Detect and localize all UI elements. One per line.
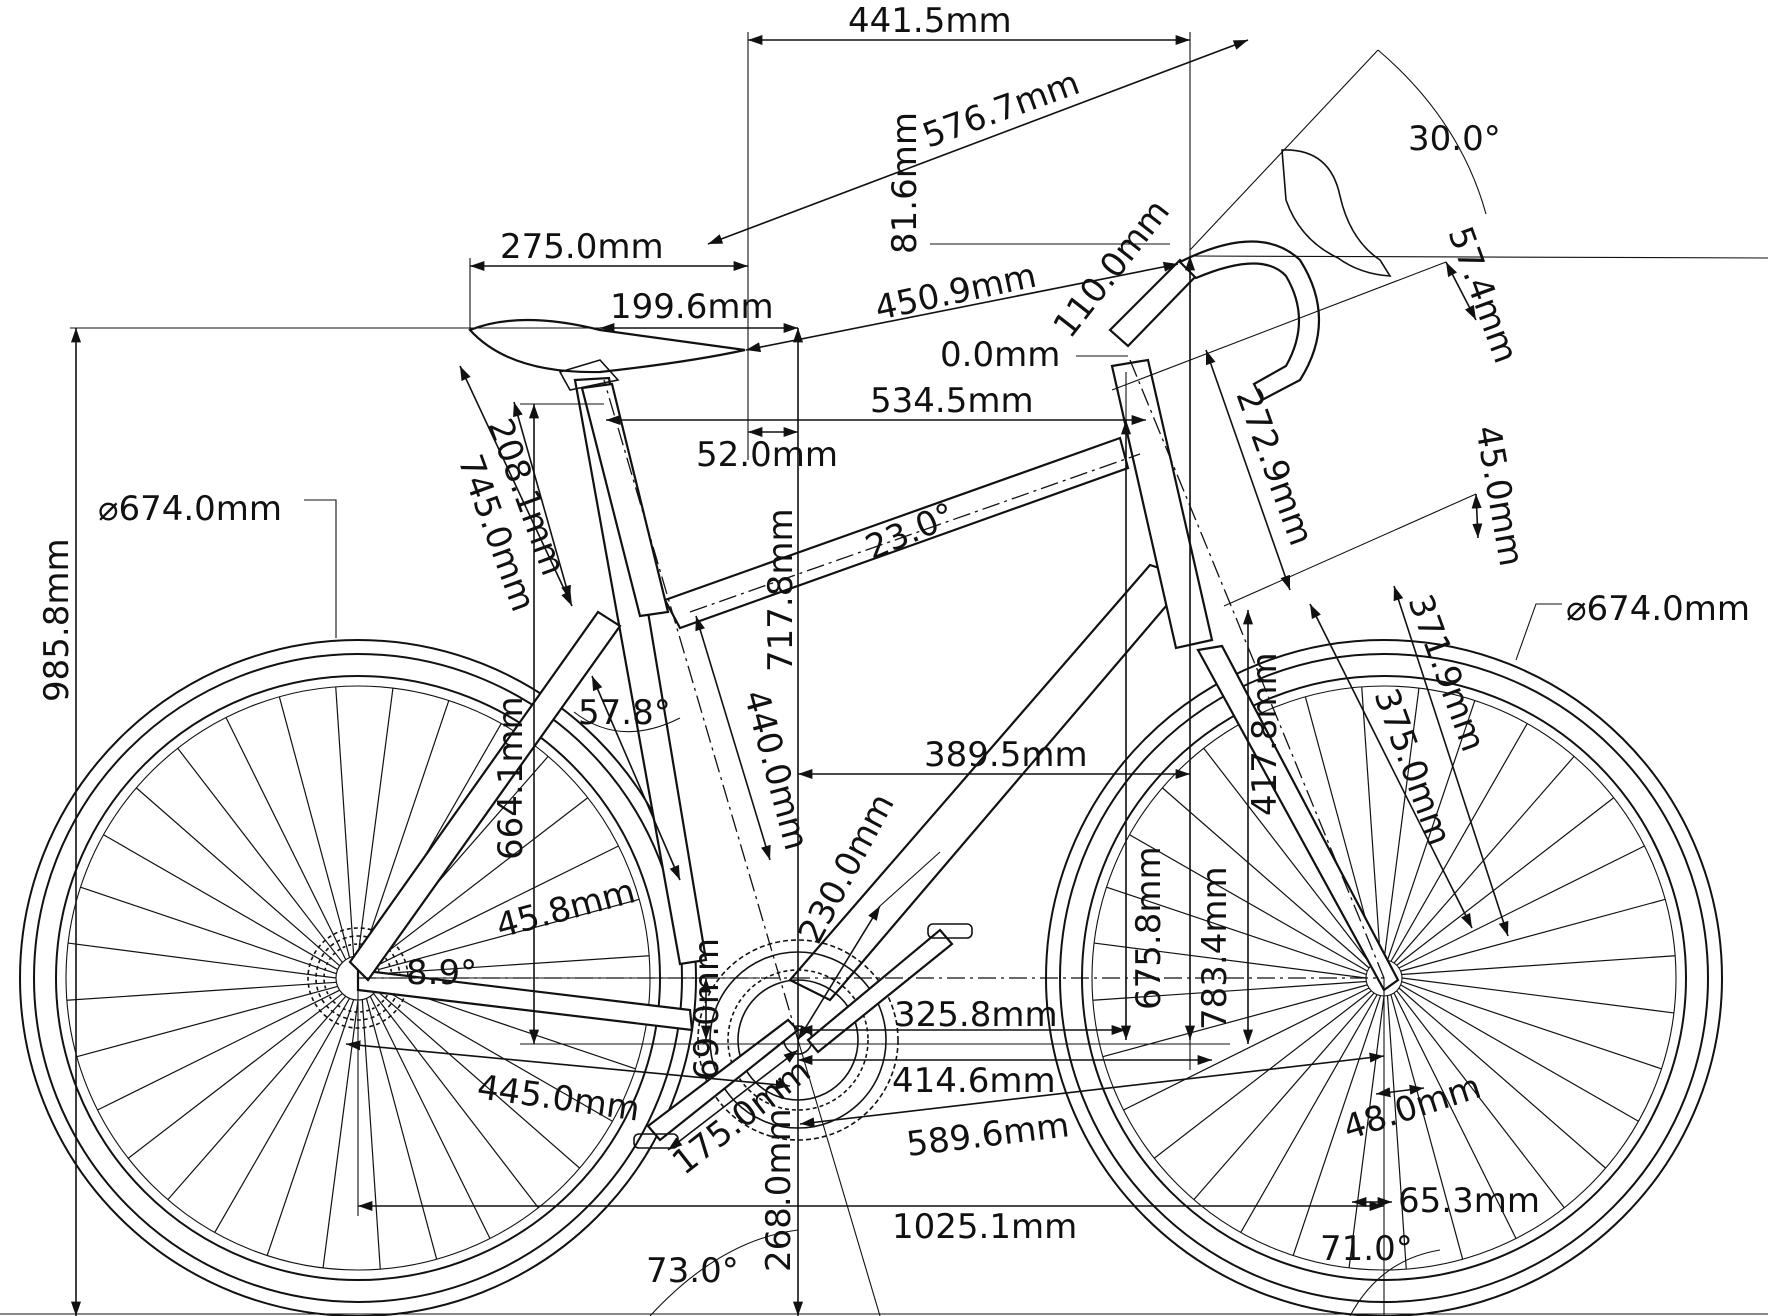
dim-wheelbase: 1025.1mm [892, 1207, 1077, 1247]
dim-front-center: 414.6mm [892, 1061, 1056, 1101]
spoke [1106, 886, 1367, 976]
spoke [1348, 995, 1385, 1268]
dim-top-tube-angle: 23.0° [860, 495, 961, 568]
dim-bb-drop: 69.0mm [687, 938, 727, 1080]
spoke [1400, 984, 1639, 1122]
dim-seat-tube-length: 440.0mm [735, 686, 816, 854]
dimension-lines [0, 32, 1768, 1316]
dim-seat-tube-vertical: 664.1mm [491, 696, 531, 860]
dim-stack-total: 783.4mm [1195, 866, 1235, 1030]
spoke [68, 942, 337, 979]
dim-fork-rake: 48.0mm [1338, 1067, 1485, 1149]
dim-saddle-setback: 199.6mm [610, 287, 774, 327]
dim-bar-drop: 57.4mm [1440, 221, 1526, 368]
dim-chainstay: 445.0mm [475, 1067, 643, 1129]
spoke [1102, 984, 1368, 1058]
spoke [135, 787, 341, 967]
dim-top-tube-eff: 534.5mm [870, 381, 1034, 421]
dim-seat-angle: 73.0° [646, 1251, 739, 1291]
spoke [1386, 995, 1407, 1270]
dim-front-diameter: ⌀674.0mm [1566, 589, 1750, 629]
dim-front-center-diag: 589.6mm [904, 1105, 1071, 1165]
dim-seatstay-offset: 45.8mm [492, 871, 639, 946]
spoke [1094, 942, 1367, 979]
dim-stack-diag: 576.7mm [917, 63, 1084, 157]
dim-reach: 389.5mm [924, 735, 1088, 775]
spoke [373, 797, 589, 963]
dim-stack: 675.8mm [1129, 846, 1169, 1010]
spoke [97, 989, 340, 1111]
dim-trail: 65.3mm [1398, 1181, 1540, 1221]
spoke [66, 981, 337, 1001]
spoke [214, 998, 351, 1233]
spoke [1400, 898, 1666, 972]
spoke [1398, 987, 1607, 1169]
dim-head-angle: 71.0° [1320, 1229, 1413, 1269]
spoke [225, 717, 347, 960]
spoke [1203, 747, 1372, 966]
spoke [266, 999, 355, 1256]
spoke [361, 700, 450, 957]
dim-seat-offset: 52.0mm [696, 435, 838, 475]
spoke [335, 686, 355, 957]
spoke [1401, 980, 1662, 1070]
dim-saddle-length: 275.0mm [500, 227, 664, 267]
dim-bb-to-saddle: 717.8mm [761, 508, 801, 672]
spoke [369, 996, 491, 1239]
spoke [1393, 992, 1517, 1239]
dim-seat-tube-angle: 57.8° [578, 693, 671, 733]
dim-head-tube: 417.8mm [1245, 652, 1285, 816]
spoke [378, 898, 640, 971]
dim-hood-reach: 81.6mm [885, 112, 925, 254]
spoke [1161, 787, 1370, 969]
dim-spacer: 0.0mm [940, 335, 1060, 375]
spoke [127, 993, 343, 1159]
spoke [1092, 980, 1367, 1001]
spoke [1401, 977, 1674, 1014]
spoke [1398, 845, 1645, 969]
spoke [167, 995, 347, 1201]
spoke [379, 955, 650, 975]
dim-reach-top: 441.5mm [848, 1, 1012, 41]
spoke [1390, 994, 1464, 1260]
spoke [1153, 990, 1372, 1159]
dim-front-center-h: 325.8mm [894, 995, 1058, 1035]
dim-rear-diameter: ⌀674.0mm [98, 489, 282, 529]
dim-chainstay-angle: 8.9° [406, 953, 477, 993]
spoke [80, 886, 337, 975]
spoke [103, 834, 338, 971]
spoke [357, 688, 394, 957]
dim-bb-height: 268.0mm [759, 1108, 799, 1272]
spoke [376, 845, 619, 967]
dim-cockpit: 450.9mm [872, 256, 1040, 329]
spoke [1401, 955, 1676, 976]
spoke [177, 747, 343, 963]
dim-bar-angle: 30.0° [1408, 119, 1501, 159]
dim-headset-stack: 272.9mm [1228, 383, 1322, 550]
spoke [76, 985, 338, 1058]
spoke [373, 993, 539, 1209]
spoke [278, 696, 351, 958]
dim-overall-height: 985.8mm [37, 538, 77, 702]
spoke [1396, 990, 1565, 1209]
